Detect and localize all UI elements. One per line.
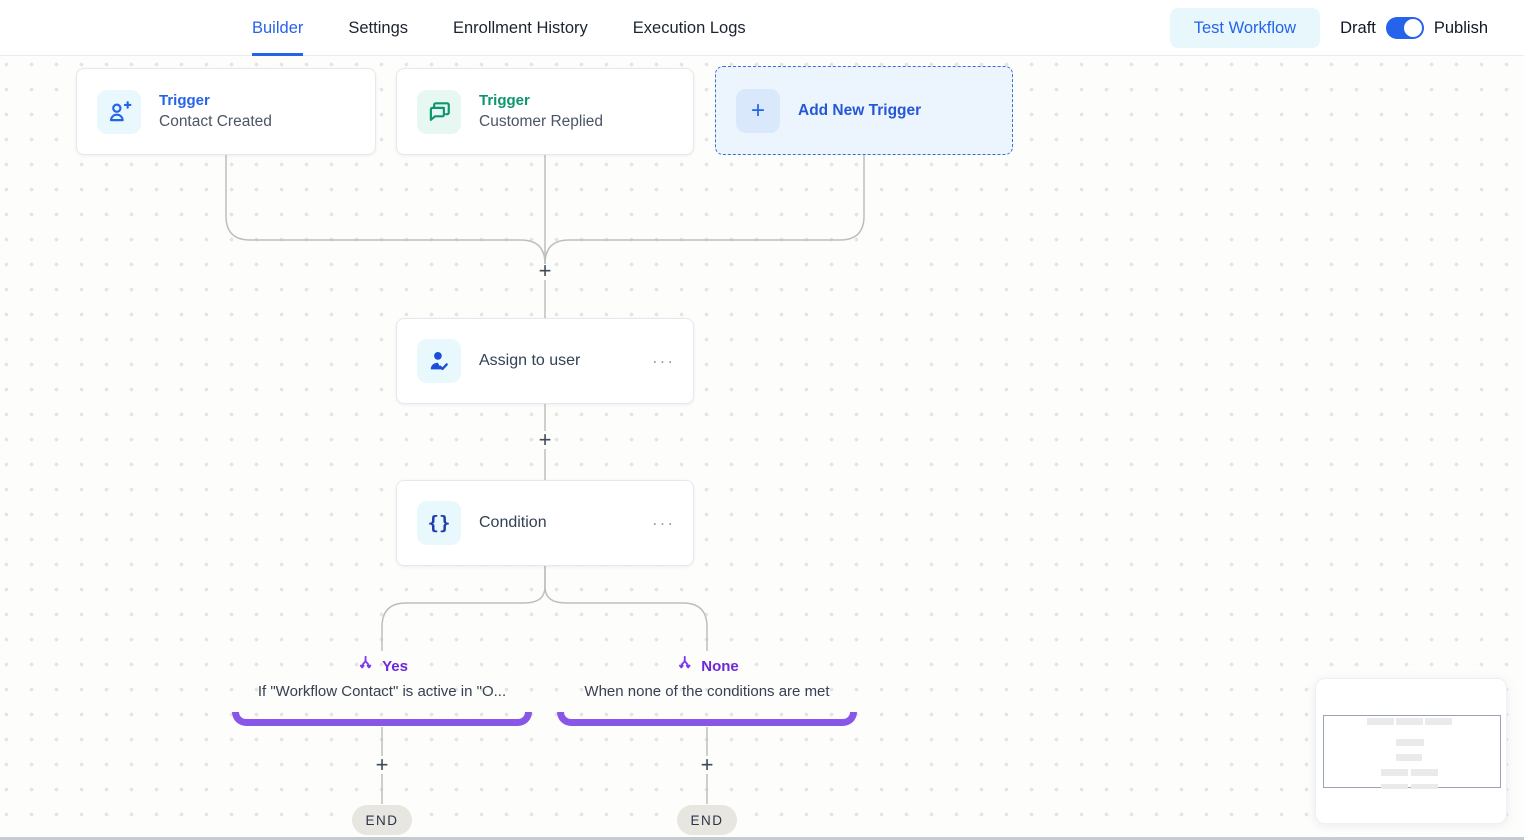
trigger-card-text: Trigger Contact Created [159,92,272,131]
step-card-assign-to-user[interactable]: Assign to user ··· [396,318,694,404]
step-title: Condition [479,514,547,532]
draft-label: Draft [1340,19,1376,38]
toggle-knob [1404,19,1422,37]
workflow-canvas[interactable]: Trigger Contact Created Trigger Customer… [0,56,1524,840]
add-new-trigger-button[interactable]: + Add New Trigger [715,66,1013,155]
minimap-node [1411,784,1438,789]
top-navigation-bar: Builder Settings Enrollment History Exec… [0,0,1524,56]
draft-publish-group: Draft Publish [1340,17,1488,39]
branch-split-icon [675,654,694,678]
minimap[interactable] [1315,678,1507,824]
add-step-button-middle[interactable]: + [533,428,557,452]
header-actions: Test Workflow Draft Publish [1170,0,1488,56]
branch-label: None [701,658,739,675]
end-node-yes: END [352,805,412,835]
end-node-none: END [677,805,737,835]
plus-icon: + [736,89,780,133]
test-workflow-button[interactable]: Test Workflow [1170,8,1320,48]
minimap-node [1425,718,1452,725]
step-card-condition[interactable]: {} Condition ··· [396,480,694,566]
branch-label: Yes [382,658,408,675]
trigger-name: Contact Created [159,113,272,131]
workflow-tabs: Builder Settings Enrollment History Exec… [252,0,746,56]
tab-settings[interactable]: Settings [348,0,408,56]
add-step-button-none-branch[interactable]: + [695,753,719,777]
tab-execution-logs[interactable]: Execution Logs [633,0,746,56]
tab-builder[interactable]: Builder [252,0,303,56]
add-new-trigger-label: Add New Trigger [798,102,921,120]
add-step-button-top[interactable]: + [533,259,557,283]
branch-yes-description[interactable]: If "Workflow Contact" is active in "O... [258,683,506,700]
branch-none-header[interactable]: None [675,654,739,678]
branch-split-icon [356,654,375,678]
draft-publish-toggle[interactable] [1386,17,1424,39]
branch-none-collapsed-bar[interactable] [557,712,857,726]
step-title: Assign to user [479,352,580,370]
minimap-node [1396,754,1422,761]
minimap-node [1381,784,1408,789]
chat-bubbles-icon [417,90,461,134]
branch-none-description[interactable]: When none of the conditions are met [584,683,829,700]
trigger-kind-label: Trigger [159,92,272,109]
minimap-node [1396,718,1423,725]
braces-icon: {} [417,501,461,545]
trigger-card-text: Trigger Customer Replied [479,92,603,131]
more-options-button[interactable]: ··· [652,353,675,370]
minimap-node [1411,769,1438,776]
branch-yes-collapsed-bar[interactable] [232,712,532,726]
trigger-name: Customer Replied [479,113,603,131]
branch-yes-header[interactable]: Yes [356,654,408,678]
add-step-button-yes-branch[interactable]: + [370,753,394,777]
user-check-icon [417,339,461,383]
braces-glyph: {} [428,512,451,534]
minimap-node [1396,739,1424,746]
publish-label: Publish [1434,19,1488,38]
trigger-kind-label: Trigger [479,92,603,109]
minimap-viewport[interactable] [1323,715,1501,788]
more-options-button[interactable]: ··· [652,515,675,532]
trigger-card-customer-replied[interactable]: Trigger Customer Replied [396,68,694,155]
trigger-card-contact-created[interactable]: Trigger Contact Created [76,68,376,155]
user-plus-icon [97,90,141,134]
plus-glyph: + [751,99,765,123]
minimap-node [1381,769,1408,776]
minimap-node [1367,718,1394,725]
tab-enrollment-history[interactable]: Enrollment History [453,0,588,56]
